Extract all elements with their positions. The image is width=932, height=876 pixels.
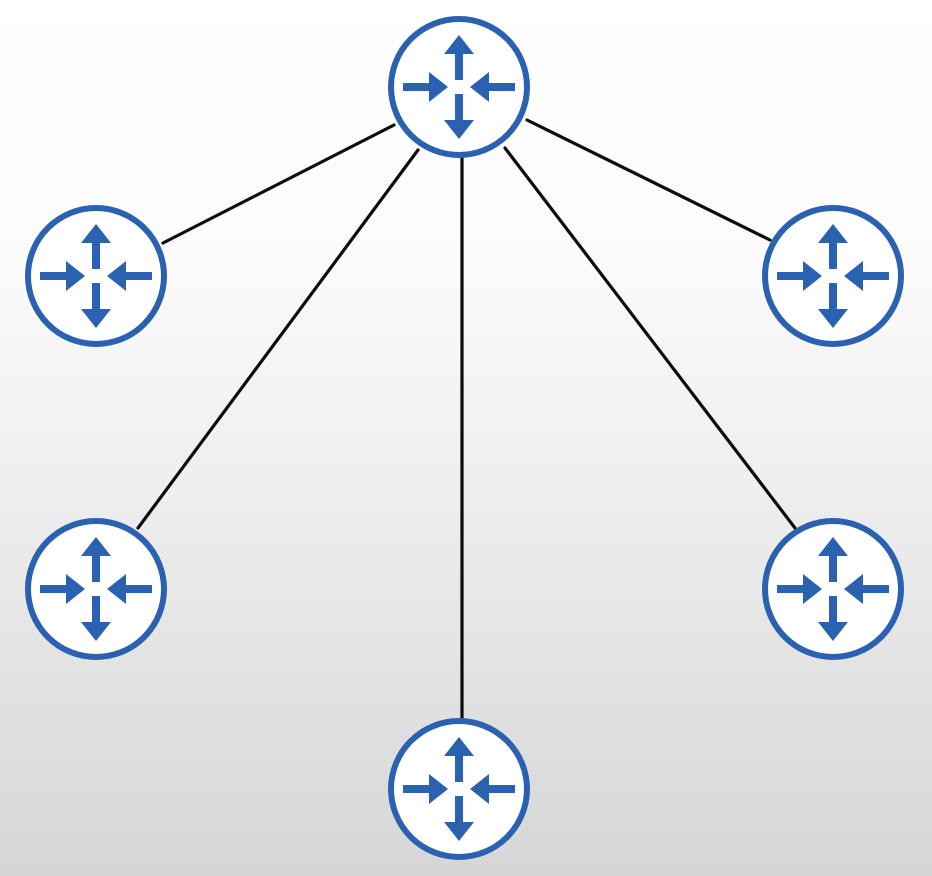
router-icon: [28, 521, 164, 657]
router-icon: [28, 208, 164, 344]
router-node-right-lower[interactable]: [765, 521, 901, 657]
links-layer: [136, 118, 797, 721]
router-node-left-lower[interactable]: [28, 521, 164, 657]
link-hub-to-left-lower: [136, 148, 420, 530]
router-icon: [391, 721, 527, 857]
router-node-bottom[interactable]: [391, 721, 527, 857]
router-icon: [765, 208, 901, 344]
nodes-layer: [28, 19, 901, 857]
router-node-hub[interactable]: [391, 19, 527, 155]
router-node-left-upper[interactable]: [28, 208, 164, 344]
link-hub-to-right-upper: [525, 118, 772, 242]
router-node-right-upper[interactable]: [765, 208, 901, 344]
router-icon: [765, 521, 901, 657]
router-icon: [391, 19, 527, 155]
link-hub-to-right-lower: [503, 146, 797, 530]
link-hub-to-left-upper: [161, 123, 396, 245]
